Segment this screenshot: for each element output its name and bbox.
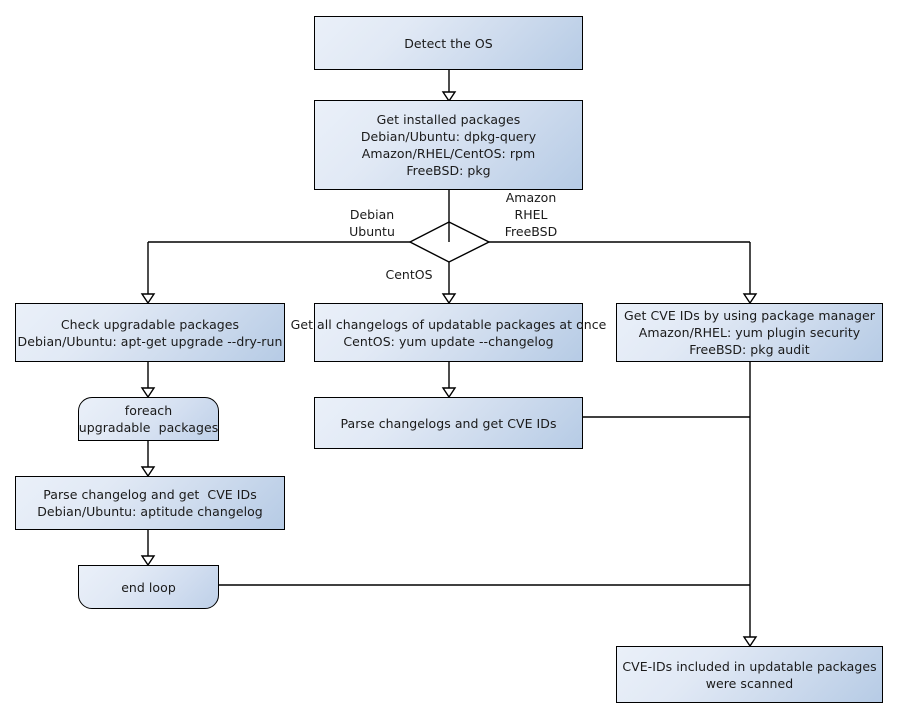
node-check-upgradable-packages-label: Check upgradable packages Debian/Ubuntu:…: [17, 316, 283, 349]
node-parse-changelogs-multi-label: Parse changelogs and get CVE IDs: [340, 415, 557, 431]
node-get-installed-packages-label: Get installed packages Debian/Ubuntu: dp…: [360, 112, 537, 178]
node-parse-changelog-single-label: Parse changelog and get CVE IDs Debian/U…: [37, 487, 263, 519]
node-get-all-changelogs[interactable]: Get all changelogs of updatable packages…: [291, 303, 606, 362]
node-parse-changelogs-multi[interactable]: Parse changelogs and get CVE IDs: [314, 397, 583, 449]
node-end-loop[interactable]: end loop: [78, 565, 219, 609]
decision-diamond: [408, 221, 491, 263]
node-cve-ids-scanned[interactable]: CVE-IDs included in updatable packages w…: [616, 646, 883, 703]
arrowhead-trunk-to-scanned: [742, 636, 758, 648]
node-get-all-changelogs-label: Get all changelogs of updatable packages…: [290, 316, 607, 349]
node-detect-os[interactable]: Detect the OS: [314, 16, 583, 70]
edge-label-debian-ubuntu: Debian Ubuntu: [349, 207, 395, 239]
arrowhead-check-to-foreach: [140, 387, 156, 399]
arrowhead-foreach-to-parse: [140, 466, 156, 478]
node-get-cve-ids-package-manager[interactable]: Get CVE IDs by using package manager Ama…: [616, 303, 883, 362]
arrowhead-parse-to-endloop: [140, 555, 156, 567]
node-detect-os-label: Detect the OS: [404, 35, 493, 51]
node-end-loop-label: end loop: [121, 579, 176, 595]
node-check-upgradable-packages[interactable]: Check upgradable packages Debian/Ubuntu:…: [15, 303, 285, 362]
arrowhead-left-branch: [140, 293, 156, 305]
node-parse-changelog-single[interactable]: Parse changelog and get CVE IDs Debian/U…: [15, 476, 285, 530]
arrowhead-changelogs-to-parse: [441, 387, 457, 399]
node-get-cve-ids-package-manager-label: Get CVE IDs by using package manager Ama…: [624, 308, 875, 357]
arrowhead-center-branch: [441, 293, 457, 305]
node-foreach-loop-start-label: foreach upgradable packages: [78, 403, 219, 435]
node-foreach-loop-start[interactable]: foreach upgradable packages: [78, 397, 219, 441]
edge-label-centos: CentOS: [385, 267, 433, 282]
node-cve-ids-scanned-label: CVE-IDs included in updatable packages w…: [622, 658, 877, 691]
edge-label-amazon-rhel-freebsd: Amazon RHEL FreeBSD: [504, 190, 558, 239]
arrowhead-right-branch: [742, 293, 758, 305]
node-get-installed-packages[interactable]: Get installed packages Debian/Ubuntu: dp…: [314, 100, 583, 190]
